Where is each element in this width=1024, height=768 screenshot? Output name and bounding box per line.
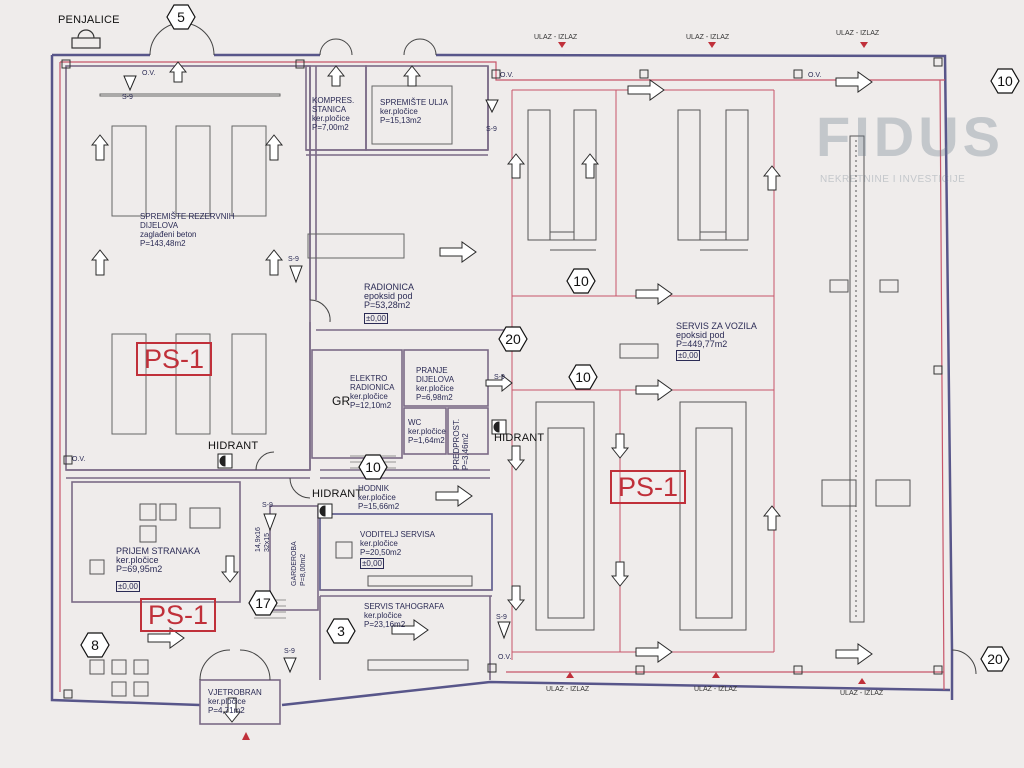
logo-tagline: NEKRETNINE I INVESTICIJE bbox=[820, 174, 966, 185]
room-servis-vozila: SERVIS ZA VOZILA epoksid pod P=449,77m2 bbox=[676, 321, 757, 349]
exit-label-bottom-1: ULAZ - IZLAZ bbox=[546, 686, 590, 693]
s9-label-7: S-9 bbox=[494, 374, 505, 381]
room-tahograf: SERVIS TAHOGRAFA ker.pločice P=23,16m2 bbox=[364, 602, 445, 629]
exit-label-bottom-2: ULAZ - IZLAZ bbox=[694, 686, 738, 693]
exit-label-top-2: ULAZ - IZLAZ bbox=[686, 34, 730, 41]
hex-marker-10-mid: 10 bbox=[566, 268, 596, 294]
radionica-level: ±0,00 bbox=[364, 313, 388, 324]
exit-label-top-1: ULAZ - IZLAZ bbox=[534, 34, 578, 41]
prijem-level: ±0,00 bbox=[116, 581, 140, 592]
direction-arrows bbox=[90, 61, 873, 723]
hex-number: 8 bbox=[91, 637, 99, 653]
room-wc: WC ker.pločice P=1,64m2 bbox=[408, 418, 446, 445]
ov-label-1: O.V. bbox=[142, 70, 156, 77]
s9-label-3: S-9 bbox=[486, 126, 497, 133]
exit-markers bbox=[242, 42, 868, 740]
furniture bbox=[89, 343, 659, 697]
voditelj-level: ±0,00 bbox=[360, 558, 384, 569]
zone-label-reception: PS-1 bbox=[140, 598, 217, 632]
hex-number: 20 bbox=[987, 651, 1003, 667]
hex-number: 10 bbox=[573, 273, 589, 289]
interior-walls bbox=[65, 65, 506, 725]
hidrant-label-3: HIDRANT bbox=[312, 488, 363, 500]
hex-marker-17: 17 bbox=[248, 590, 278, 616]
s9-label-1: S-9 bbox=[122, 94, 133, 101]
hidrant-label-2: HIDRANT bbox=[494, 432, 545, 444]
vehicle-pits bbox=[527, 109, 911, 631]
columns bbox=[61, 57, 943, 699]
hex-number: 5 bbox=[177, 9, 185, 25]
outer-walls-red bbox=[59, 61, 945, 692]
room-kompresorska: KOMPRES. STANICA ker.pločice P=7,00m2 bbox=[312, 96, 355, 132]
ov-label-5: O.V. bbox=[498, 654, 512, 661]
s9-label-5: S-9 bbox=[496, 614, 507, 621]
zone-label-service: PS-1 bbox=[610, 470, 687, 504]
hex-marker-3: 3 bbox=[326, 618, 356, 644]
hex-number: 17 bbox=[255, 595, 271, 611]
room-vjetrobran: VJETROBRAN ker.pločice P=4,71m2 bbox=[208, 688, 262, 715]
fidus-logo: FIDUS NEKRETNINE I INVESTICIJE bbox=[812, 104, 1012, 194]
hex-number: 10 bbox=[575, 369, 591, 385]
service-grid bbox=[511, 89, 775, 660]
hex-number: 3 bbox=[337, 623, 345, 639]
room-radionica: RADIONICA epoksid pod P=53,28m2 bbox=[364, 282, 415, 310]
servis-level: ±0,00 bbox=[676, 350, 700, 361]
penjalice-label: PENJALICE bbox=[58, 14, 120, 26]
hex-marker-10-right: 10 bbox=[990, 68, 1020, 94]
doors bbox=[149, 22, 977, 681]
s9-label-4: S-9 bbox=[262, 502, 273, 509]
room-spremiste-rezervnih: SPREMIŠTE REZERVNIH DIJELOVA zaglađeni b… bbox=[140, 212, 235, 248]
penjalice-structure bbox=[71, 29, 101, 49]
hydrant-symbols bbox=[217, 419, 507, 519]
room-garderoba: GARDEROBA P=8,00m2 bbox=[291, 541, 307, 586]
hex-number: 10 bbox=[365, 459, 381, 475]
hex-marker-10-hall: 10 bbox=[358, 454, 388, 480]
zone-label-storage: PS-1 bbox=[136, 342, 213, 376]
hidrant-label-1: HIDRANT bbox=[208, 440, 259, 452]
ov-label-3: O.V. bbox=[808, 72, 822, 79]
stairs-label: 14,9x16 32x15 bbox=[255, 527, 271, 552]
hex-number: 10 bbox=[997, 73, 1013, 89]
hex-marker-10-lower: 10 bbox=[568, 364, 598, 390]
room-predprostor: PREDPROST. P=3,46m2 bbox=[452, 418, 470, 470]
ov-label-2: O.V. bbox=[500, 72, 514, 79]
hex-number: 20 bbox=[505, 331, 521, 347]
hex-marker-20-mid: 20 bbox=[498, 326, 528, 352]
room-spremiste-ulja: SPREMIŠTE ULJA ker.pločice P=15,13m2 bbox=[380, 98, 449, 125]
room-pranje: PRANJE DIJELOVA ker.pločice P=6,98m2 bbox=[416, 366, 455, 402]
gr-label: GR bbox=[332, 394, 351, 408]
exit-label-top-3: ULAZ - IZLAZ bbox=[836, 30, 880, 37]
s9-label-2: S-9 bbox=[288, 256, 299, 263]
extinguisher-symbols bbox=[123, 75, 511, 674]
hex-marker-8: 8 bbox=[80, 632, 110, 658]
hex-marker-5: 5 bbox=[166, 4, 196, 30]
room-prijem: PRIJEM STRANAKA ker.pločice P=69,95m2 bbox=[116, 546, 201, 574]
hex-marker-20-right: 20 bbox=[980, 646, 1010, 672]
room-voditelj: VODITELJ SERVISA ker.pločice P=20,50m2 bbox=[360, 530, 435, 557]
logo-name: FIDUS bbox=[816, 105, 1004, 168]
outer-walls bbox=[50, 53, 954, 707]
exit-label-bottom-3: ULAZ - IZLAZ bbox=[840, 690, 884, 697]
s9-label-6: S-9 bbox=[284, 648, 295, 655]
shelving bbox=[99, 85, 453, 435]
ov-label-4: O.V. bbox=[72, 456, 86, 463]
room-hodnik: HODNIK ker.pločice P=15,66m2 bbox=[358, 484, 400, 511]
room-elektro: ELEKTRO RADIONICA ker.pločice P=12,10m2 bbox=[350, 374, 395, 410]
